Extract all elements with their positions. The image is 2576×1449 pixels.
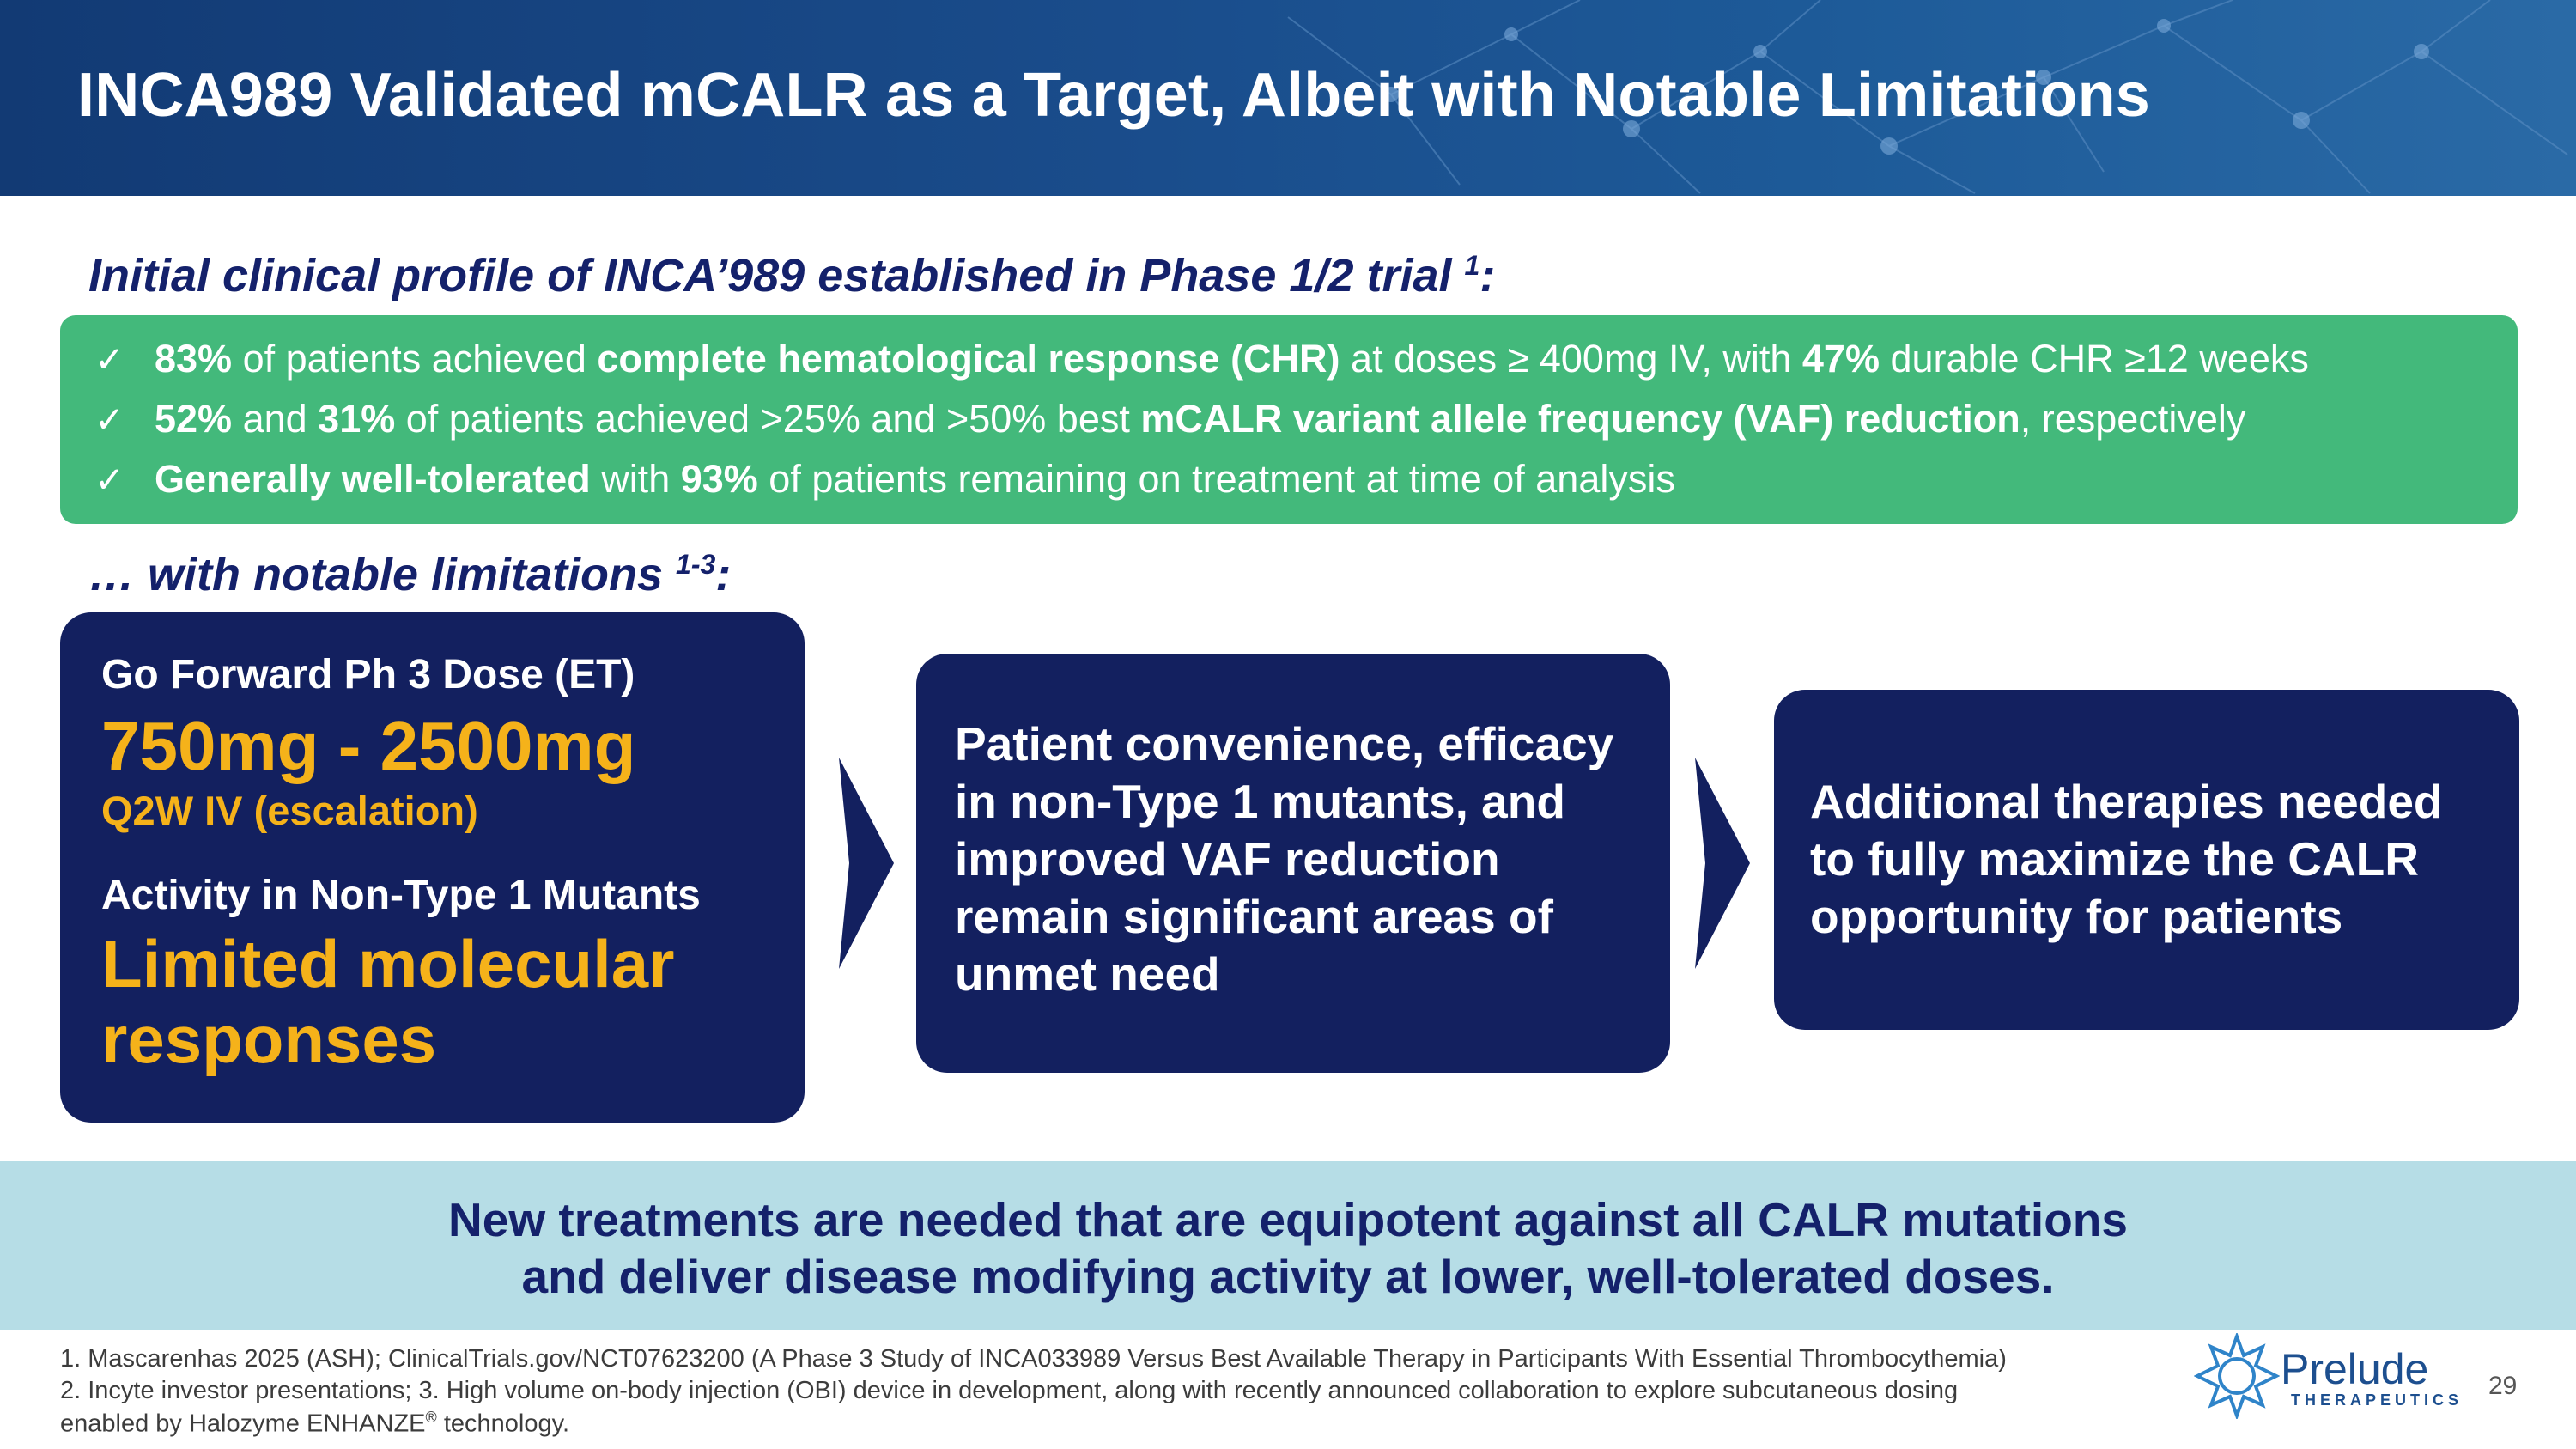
bullet-text: durable CHR ≥12 weeks <box>1879 337 2309 381</box>
dose-value: 750mg - 2500mg <box>101 708 636 784</box>
bullet-text: at doses ≥ 400mg IV, with <box>1340 337 1802 381</box>
header-banner: INCA989 Validated mCALR as a Target, Alb… <box>0 0 2576 196</box>
activity-value-line: responses <box>101 1002 437 1077</box>
prelude-logo-icon <box>2194 1333 2280 1419</box>
conclusion-banner: New treatments are needed that are equip… <box>0 1161 2576 1330</box>
banner-line: and deliver disease modifying activity a… <box>521 1250 2055 1303</box>
footnote-1: 1. Mascarenhas 2025 (ASH); ClinicalTrial… <box>60 1345 2007 1373</box>
card-text-line: in non-Type 1 mutants, and <box>955 775 1565 828</box>
checkmark-icon: ✓ <box>94 399 125 441</box>
card-text-line: to fully maximize the CALR <box>1810 832 2419 886</box>
profile-bullet: ✓ 83% of patients achieved complete hemat… <box>94 337 2309 381</box>
footnote-text: technology. <box>436 1409 570 1438</box>
bullet-bold-text: complete hematological response (CHR) <box>597 337 1340 381</box>
profile-bullet: ✓ 52% and 31% of patients achieved >25% a… <box>94 397 2245 441</box>
bullet-bold-text: 47% <box>1801 337 1880 381</box>
card-text-line: unmet need <box>955 947 1220 1001</box>
page-number: 29 <box>2488 1372 2518 1400</box>
bullet-bold-text: 93% <box>680 457 758 501</box>
bullet-text: of patients achieved >25% and >50% best <box>395 397 1141 441</box>
bullet-bold-text: 52% <box>155 397 233 441</box>
card-text-line: Patient convenience, efficacy <box>955 717 1614 770</box>
dose-schedule: Q2W IV (escalation) <box>101 788 478 833</box>
card-text-line: remain significant areas of <box>955 890 1553 943</box>
logo-subtitle: THERAPEUTICS <box>2291 1391 2464 1409</box>
card-text-line: Additional therapies needed <box>1810 775 2443 828</box>
limitations-heading-suffix: : <box>715 549 732 600</box>
additional-therapies-card: Additional therapies needed to fully max… <box>1774 690 2519 1030</box>
footnote-text: enabled by Halozyme ENHANZE <box>60 1409 426 1438</box>
limitations-heading-superscript: 1-3 <box>676 549 716 580</box>
bullet-bold-text: Generally well-tolerated <box>155 457 591 501</box>
logo-name: Prelude <box>2281 1345 2429 1393</box>
footnote-2: 2. Incyte investor presentations; 3. Hig… <box>60 1377 1959 1404</box>
limitations-heading: … with notable limitations 1-3: <box>88 548 731 601</box>
checkmark-icon: ✓ <box>94 459 125 501</box>
bullet-bold-text: mCALR variant allele frequency (VAF) red… <box>1140 397 2020 441</box>
bullet-bold-text: 31% <box>318 397 396 441</box>
profile-heading-superscript: 1 <box>1464 250 1480 281</box>
unmet-need-card: Patient convenience, efficacy in non-Typ… <box>916 654 1670 1073</box>
profile-heading: Initial clinical profile of INCA’989 est… <box>88 249 1495 302</box>
unmet-need-text: Patient convenience, efficacy in non-Typ… <box>955 715 1613 1003</box>
chevron-right-icon <box>1695 758 1750 969</box>
card-text-line: opportunity for patients <box>1810 890 2343 943</box>
dose-card: Go Forward Ph 3 Dose (ET) 750mg - 2500mg… <box>60 612 805 1123</box>
bullet-text: , respectively <box>2020 397 2246 441</box>
activity-label: Activity in Non-Type 1 Mutants <box>101 873 701 918</box>
bullet-text: of patients achieved <box>232 337 598 381</box>
profile-heading-text: Initial clinical profile of INCA’989 est… <box>88 250 1452 301</box>
activity-value-line: Limited molecular <box>101 926 675 1002</box>
dose-label: Go Forward Ph 3 Dose (ET) <box>101 652 635 697</box>
bullet-text: with <box>590 457 681 501</box>
limitations-heading-text: … with notable limitations <box>88 549 664 600</box>
footnote-3: enabled by Halozyme ENHANZE® technology. <box>60 1409 569 1439</box>
bullet-text: and <box>232 397 319 441</box>
bullet-bold-text: 83% <box>155 337 233 381</box>
network-pattern-decoration <box>1287 0 2568 194</box>
profile-heading-suffix: : <box>1479 250 1496 301</box>
bullet-text: of patients remaining on treatment at ti… <box>757 457 1675 501</box>
additional-therapies-text: Additional therapies needed to fully max… <box>1810 773 2443 946</box>
profile-bullet: ✓ Generally well-tolerated with 93% of pa… <box>94 457 1675 502</box>
card-text-line: improved VAF reduction <box>955 832 1500 886</box>
chevron-right-icon <box>839 758 894 969</box>
clinical-profile-box: ✓ 83% of patients achieved complete hemat… <box>60 315 2518 524</box>
banner-line: New treatments are needed that are equip… <box>448 1193 2128 1246</box>
page-title: INCA989 Validated mCALR as a Target, Alb… <box>77 61 2151 130</box>
checkmark-icon: ✓ <box>94 338 125 381</box>
footnote-superscript: ® <box>425 1409 437 1426</box>
activity-value: Limited molecular responses <box>101 926 675 1077</box>
